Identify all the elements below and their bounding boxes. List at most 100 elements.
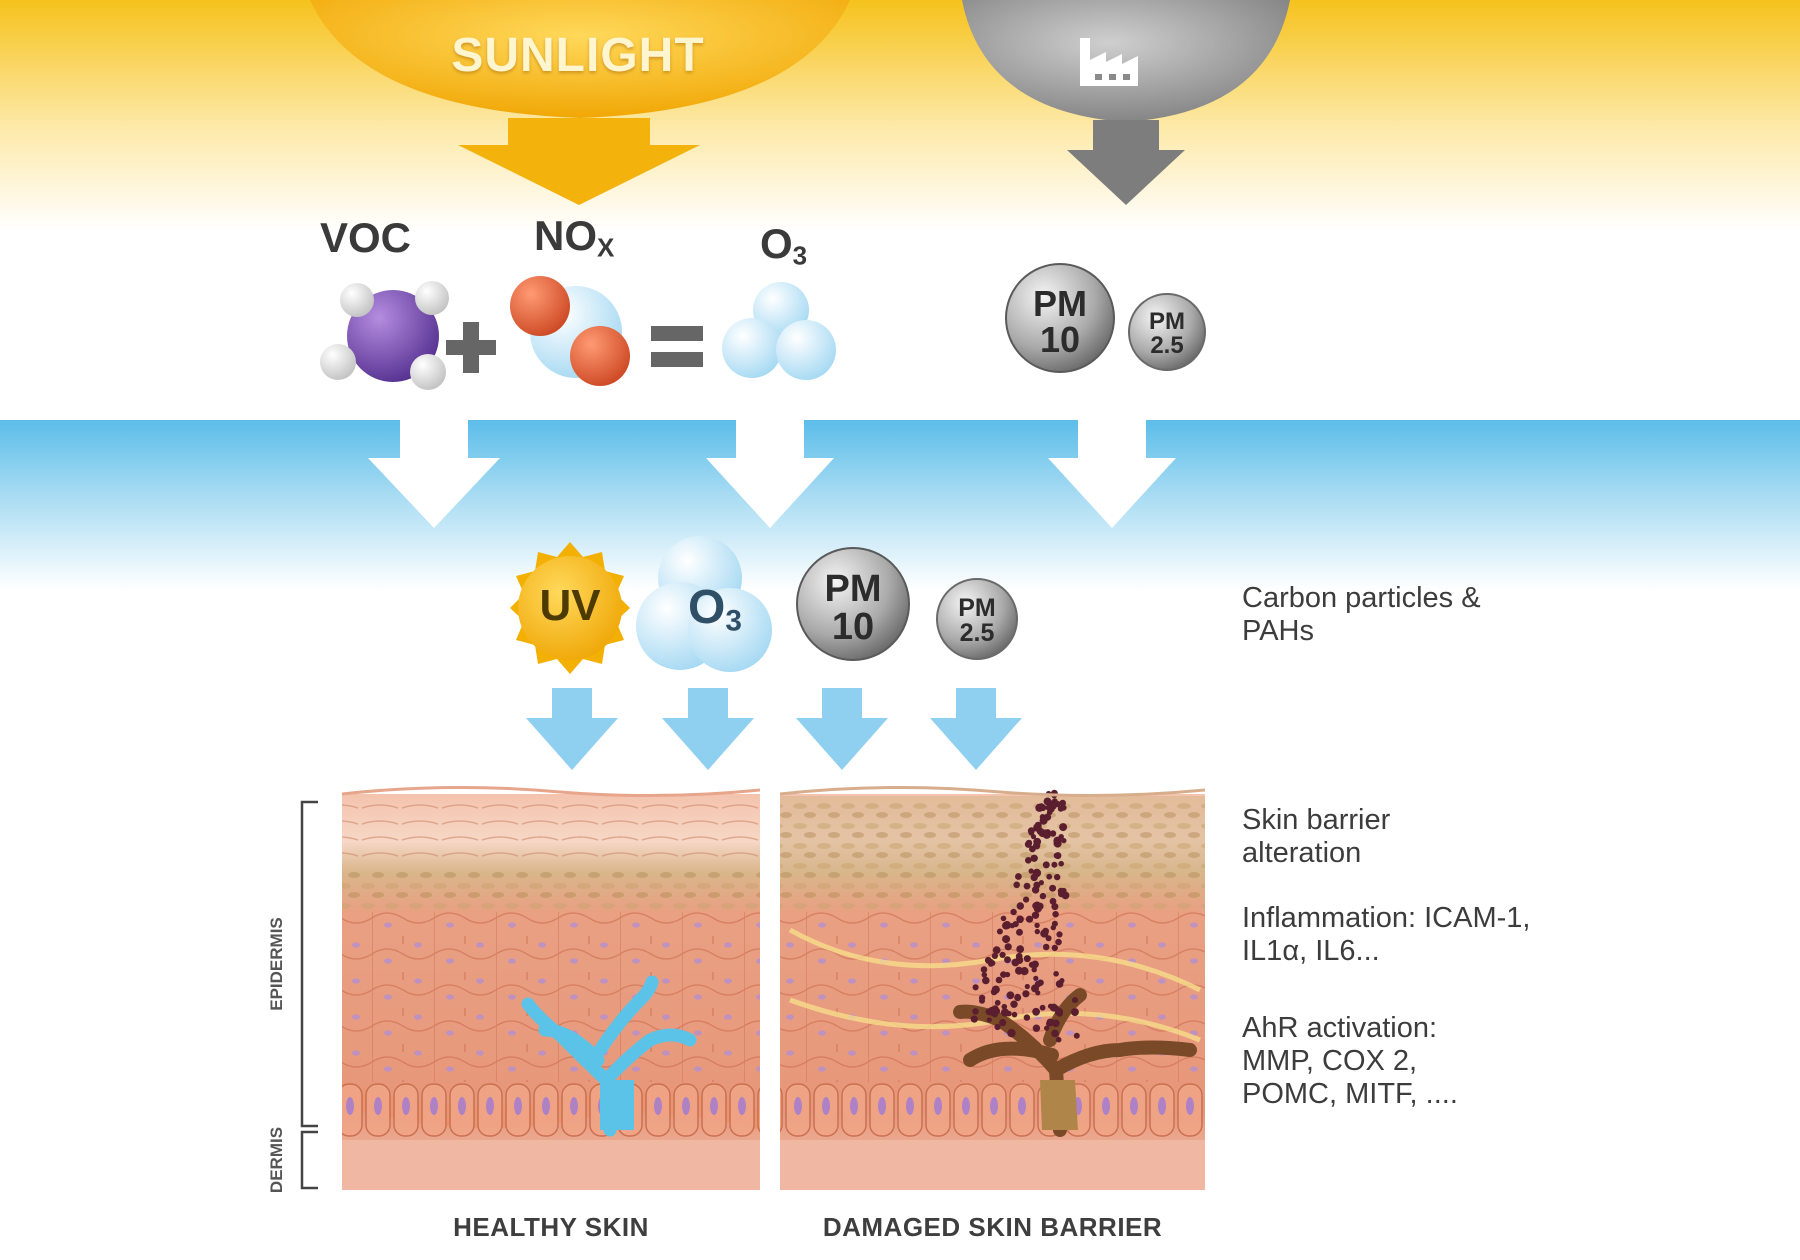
carbon-particle-dot bbox=[1016, 928, 1023, 936]
carbon-particle-dot bbox=[1053, 852, 1060, 859]
carbon-particle-dot bbox=[1059, 978, 1065, 984]
carbon-particle-dot bbox=[1010, 908, 1017, 916]
inflammation-note: Inflammation: ICAM-1, IL1α, IL6... bbox=[1242, 902, 1531, 967]
ahr-activation-note: AhR activation: MMP, COX 2, POMC, MITF, … bbox=[1242, 1012, 1458, 1110]
carbon-particle-dot bbox=[1023, 955, 1031, 963]
ozone-cloud bbox=[636, 536, 772, 672]
carbon-particle-dot bbox=[1004, 956, 1011, 964]
pm10-sphere-top bbox=[1005, 263, 1115, 373]
carbon-particle-dot bbox=[1002, 935, 1011, 944]
carbon-particle-dot bbox=[1037, 979, 1044, 986]
voc-label: VOC bbox=[320, 214, 412, 261]
carbon-particle-dot bbox=[1054, 873, 1061, 881]
healthy-skin-caption: HEALTHY SKIN bbox=[453, 1212, 649, 1242]
carbon-particle-dot bbox=[1016, 902, 1024, 910]
carbon-particle-dot bbox=[1051, 903, 1059, 911]
carbon-particle-dot bbox=[991, 985, 1000, 994]
carbon-particle-dot bbox=[1036, 827, 1044, 835]
damaged-skin-caption: DAMAGED SKIN BARRIER bbox=[822, 1212, 1163, 1242]
carbon-particle-dot bbox=[1013, 881, 1020, 889]
factory-icon bbox=[1080, 38, 1138, 86]
carbon-particle-dot bbox=[1049, 897, 1057, 905]
carbon-particle-dot bbox=[1031, 886, 1040, 894]
carbon-particle-dot bbox=[1015, 966, 1023, 975]
carbon-particle-dot bbox=[1052, 1005, 1060, 1012]
carbon-particle-dot bbox=[1015, 873, 1022, 880]
carbon-particle-dot bbox=[1016, 915, 1024, 924]
carbon-particle-dot bbox=[1034, 928, 1041, 935]
carbon-particle-dot bbox=[1032, 902, 1040, 910]
carbon-particle-dot bbox=[1033, 837, 1042, 846]
carbon-particle-dot bbox=[993, 1007, 1001, 1015]
carbon-particle-dot bbox=[1051, 1029, 1059, 1038]
carbon-particle-dot bbox=[1055, 1036, 1062, 1043]
carbon-particle-dot bbox=[1028, 829, 1035, 836]
nox-label: NOX bbox=[534, 212, 615, 263]
carbon-particle-dot bbox=[1031, 960, 1039, 969]
carbon-particle-dot bbox=[1023, 1014, 1031, 1021]
carbon-particle-dot bbox=[1057, 805, 1064, 812]
carbon-particle-dot bbox=[1059, 799, 1066, 807]
carbon-particle-dot bbox=[1025, 857, 1032, 864]
carbon-particle-dot bbox=[1000, 971, 1007, 978]
carbon-particle-dot bbox=[1028, 868, 1034, 874]
carbon-particle-dot bbox=[1037, 803, 1045, 811]
carbon-particle-dot bbox=[991, 952, 999, 960]
carbon-particle-dot bbox=[1059, 823, 1068, 832]
carbon-particle-dot bbox=[1051, 944, 1059, 952]
voc-molecule bbox=[320, 281, 449, 390]
carbon-particle-dot bbox=[996, 928, 1003, 935]
carbon-particle-dot bbox=[1025, 915, 1034, 923]
carbon-particle-dot bbox=[1053, 839, 1062, 848]
carbon-particle-dot bbox=[1042, 861, 1050, 869]
carbon-particle-dot bbox=[981, 972, 988, 978]
carbon-particle-dot bbox=[1061, 838, 1067, 844]
carbon-particle-dot bbox=[1051, 861, 1058, 868]
plus-sign bbox=[446, 322, 496, 373]
carbon-particle-dot bbox=[1000, 915, 1007, 922]
uv-text: UV bbox=[539, 581, 601, 630]
carbon-particle-dot bbox=[1004, 943, 1012, 951]
carbon-particle-dot bbox=[1049, 830, 1057, 837]
epidermis-label: EPIDERMIS bbox=[267, 917, 286, 1011]
carbon-particle-dot bbox=[989, 960, 996, 966]
carbon-particle-dot bbox=[1011, 1011, 1018, 1018]
carbon-particle-dot bbox=[1030, 854, 1038, 862]
carbon-particle-dot bbox=[1052, 911, 1059, 918]
carbon-particle-dot bbox=[994, 999, 1001, 1006]
uv-sun bbox=[510, 542, 630, 674]
carbon-particle-dot bbox=[1016, 945, 1025, 953]
carbon-particle-dot bbox=[1046, 1021, 1052, 1027]
carbon-particle-dot bbox=[972, 984, 979, 991]
carbon-particle-dot bbox=[1032, 1007, 1040, 1016]
carbon-particle-dot bbox=[1073, 1032, 1080, 1039]
convergence-arrows bbox=[368, 420, 1176, 528]
carbon-particles-note: Carbon particles & PAHs bbox=[1242, 582, 1481, 647]
carbon-particle-dot bbox=[1045, 935, 1052, 942]
carbon-particle-dot bbox=[1039, 892, 1047, 900]
carbon-particle-dot bbox=[1042, 943, 1050, 951]
nox-molecule bbox=[510, 276, 630, 386]
carbon-particle-dot bbox=[1055, 938, 1062, 946]
carbon-particle-dot bbox=[1030, 873, 1038, 882]
healthy-skin-panel bbox=[342, 794, 760, 1190]
sunlight-label: SUNLIGHT bbox=[451, 29, 705, 82]
carbon-particle-dot bbox=[1056, 931, 1063, 938]
carbon-particle-dot bbox=[995, 976, 1003, 984]
carbon-particle-dot bbox=[1014, 994, 1022, 1002]
carbon-particle-dot bbox=[1046, 873, 1053, 880]
carbon-particle-dot bbox=[1006, 991, 1015, 1000]
carbon-particle-dot bbox=[1071, 997, 1079, 1004]
carbon-particle-dot bbox=[1058, 860, 1064, 867]
carbon-particle-dot bbox=[1047, 1003, 1054, 1009]
carbon-particle-dot bbox=[1015, 956, 1024, 964]
carbon-particle-dot bbox=[1053, 971, 1059, 977]
carbon-particle-dot bbox=[982, 976, 990, 985]
carbon-particle-dot bbox=[994, 1023, 1001, 1031]
carbon-particle-dot bbox=[1001, 1003, 1008, 1010]
